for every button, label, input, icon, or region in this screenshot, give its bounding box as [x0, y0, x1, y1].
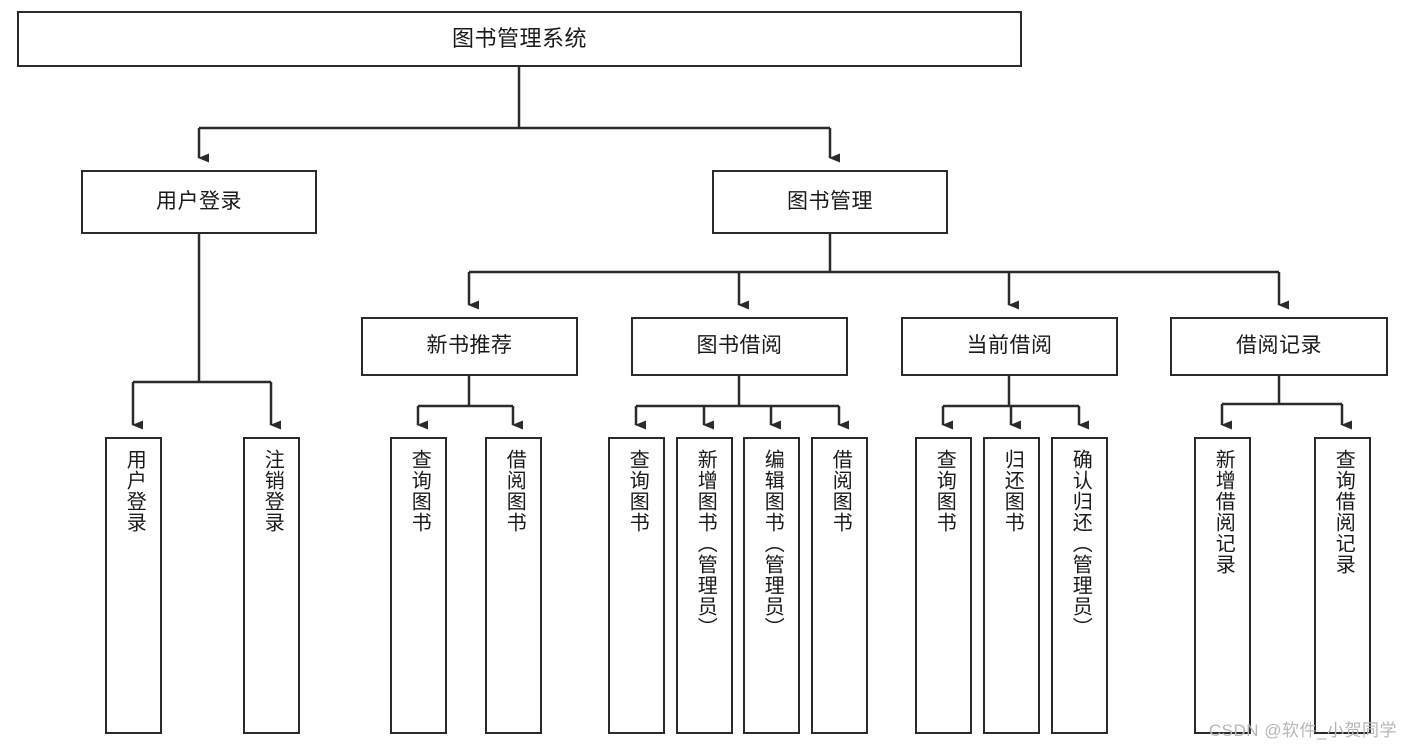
node-book-borrow[interactable]: 图书借阅 — [631, 317, 848, 376]
node-root-book-management-system[interactable]: 图书管理系统 — [17, 11, 1022, 67]
node-label: 用户登录 — [156, 189, 242, 213]
leaf-current-borrow-query[interactable]: 查询图书 — [915, 437, 972, 734]
node-label: 新增图书（管理员） — [694, 449, 717, 638]
leaf-current-borrow-confirm-return[interactable]: 确认归还（管理员） — [1051, 437, 1108, 734]
node-current-borrow[interactable]: 当前借阅 — [901, 317, 1118, 376]
leaf-new-book-query[interactable]: 查询图书 — [390, 437, 447, 734]
node-label: 图书管理系统 — [451, 26, 587, 52]
leaf-borrow-record-add[interactable]: 新增借阅记录 — [1194, 437, 1251, 734]
node-label: 图书管理 — [787, 189, 873, 213]
leaf-book-borrow-add[interactable]: 新增图书（管理员） — [676, 437, 733, 734]
node-label: 借阅图书 — [503, 449, 526, 533]
node-label: 归还图书 — [1001, 449, 1024, 533]
leaf-new-book-borrow[interactable]: 借阅图书 — [485, 437, 542, 734]
node-book-management[interactable]: 图书管理 — [712, 170, 948, 234]
node-label: 查询图书 — [626, 449, 649, 533]
node-label: 新书推荐 — [426, 334, 513, 358]
node-label: 图书借阅 — [696, 334, 783, 358]
leaf-book-borrow-edit[interactable]: 编辑图书（管理员） — [743, 437, 800, 734]
node-label: 编辑图书（管理员） — [761, 449, 784, 638]
node-label: 借阅记录 — [1236, 334, 1322, 358]
leaf-book-borrow-borrow[interactable]: 借阅图书 — [811, 437, 868, 734]
watermark-text: CSDN @软件_小贺同学 — [1208, 721, 1397, 740]
node-label: 注销登录 — [261, 449, 284, 533]
node-label: 查询图书 — [408, 449, 431, 533]
node-user-login[interactable]: 用户登录 — [81, 170, 317, 234]
node-label: 用户登录 — [123, 449, 146, 533]
node-label: 新增借阅记录 — [1212, 449, 1235, 575]
leaf-user-login-logout[interactable]: 注销登录 — [243, 437, 300, 734]
node-label: 当前借阅 — [966, 334, 1053, 358]
node-label: 确认归还（管理员） — [1069, 449, 1092, 638]
leaf-user-login-login[interactable]: 用户登录 — [105, 437, 162, 734]
node-label: 借阅图书 — [829, 449, 852, 533]
node-borrow-record[interactable]: 借阅记录 — [1170, 317, 1388, 376]
leaf-borrow-record-query[interactable]: 查询借阅记录 — [1314, 437, 1371, 734]
node-label: 查询借阅记录 — [1332, 449, 1355, 575]
leaf-book-borrow-query[interactable]: 查询图书 — [608, 437, 665, 734]
node-label: 查询图书 — [933, 449, 956, 533]
node-new-book-recommend[interactable]: 新书推荐 — [361, 317, 578, 376]
leaf-current-borrow-return[interactable]: 归还图书 — [983, 437, 1040, 734]
